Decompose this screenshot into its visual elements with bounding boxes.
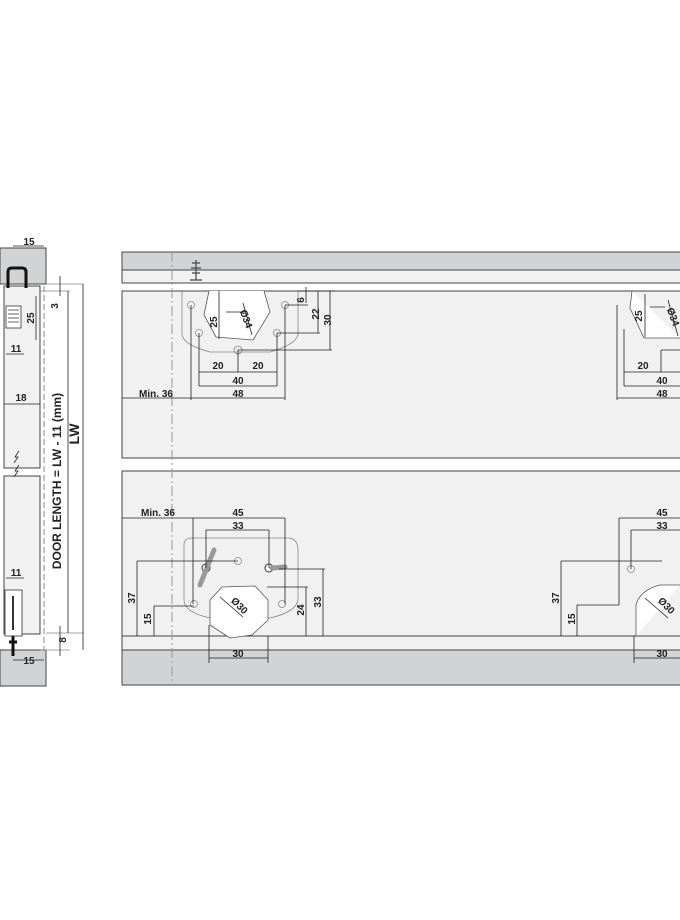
door-length-formula: DOOR LENGTH = LW - 11 (mm) [50, 393, 64, 569]
spring-icon [5, 305, 22, 329]
side-view: 15 3 25 11 18 11 8 15 DOOR LENGTH = LW -… [0, 237, 84, 687]
side-top-width-label: 15 [23, 237, 35, 248]
lower-fitting-left: Min. 36 45 33 37 15 Ø30 24 33 30 [122, 508, 325, 663]
upper-right-dim-20: 20 [637, 361, 649, 372]
upper-right-dim-48: 48 [656, 389, 668, 400]
upper-left-dim-22: 22 [311, 308, 322, 320]
side-top-profile [6, 266, 28, 288]
upper-left-min-offset: Min. 36 [139, 389, 173, 400]
lower-fitting-right: 45 33 37 15 Ø30 30 [551, 508, 680, 663]
lower-right-dim-45: 45 [656, 508, 668, 519]
side-bottom-rail [0, 649, 47, 687]
top-rail-lower [121, 269, 680, 284]
upper-right-dim-40: 40 [656, 376, 668, 387]
upper-fitting-right: 25 Ø34 20 40 48 [616, 290, 680, 400]
side-spring-height-label: 25 [26, 312, 37, 324]
lower-right-dim-15: 15 [567, 613, 578, 625]
side-gap-bottom-label: 8 [58, 637, 69, 643]
lower-right-dim-30: 30 [656, 649, 668, 660]
upper-left-dim-20b: 20 [252, 361, 264, 372]
lower-right-dim-33-top: 33 [656, 521, 668, 532]
bottom-rail-upper [121, 635, 680, 651]
lower-left-dim-15: 15 [143, 613, 154, 625]
guide-pin-icon [9, 636, 17, 656]
upper-left-dim-20a: 20 [212, 361, 224, 372]
lower-left-dim-37: 37 [127, 592, 138, 604]
side-bottom-inset-label: 11 [11, 568, 22, 579]
bottom-rail [121, 649, 680, 686]
lw-label: LW [66, 423, 82, 445]
lower-left-dim-45: 45 [232, 508, 244, 519]
side-gap-top-label: 3 [50, 303, 61, 309]
upper-left-dim-40: 40 [232, 376, 244, 387]
front-view: 25 Ø34 6 22 30 20 20 40 48 Min. 36 25 Ø3… [121, 251, 680, 686]
lower-left-dim-24: 24 [296, 604, 307, 616]
side-bottom-width-label: 15 [23, 656, 35, 667]
lower-right-dim-37: 37 [551, 592, 562, 604]
side-top-inset-label: 11 [11, 344, 22, 355]
upper-left-dim-30: 30 [323, 314, 334, 326]
lower-left-min-offset: Min. 36 [141, 508, 175, 519]
lower-left-dim-30: 30 [232, 649, 244, 660]
side-panel-thickness-label: 18 [15, 393, 27, 404]
upper-right-cutout-height: 25 [634, 310, 645, 322]
lower-left-dim-33-top: 33 [232, 521, 244, 532]
upper-left-dim-48: 48 [232, 389, 244, 400]
upper-left-cutout-height: 25 [209, 316, 220, 328]
screw-icon [190, 260, 202, 281]
upper-fitting-left: 25 Ø34 6 22 30 20 20 40 48 Min. 36 [122, 260, 335, 400]
top-rail [121, 251, 680, 271]
lower-left-dim-33-side: 33 [313, 596, 324, 608]
upper-left-dim-6: 6 [296, 297, 307, 303]
